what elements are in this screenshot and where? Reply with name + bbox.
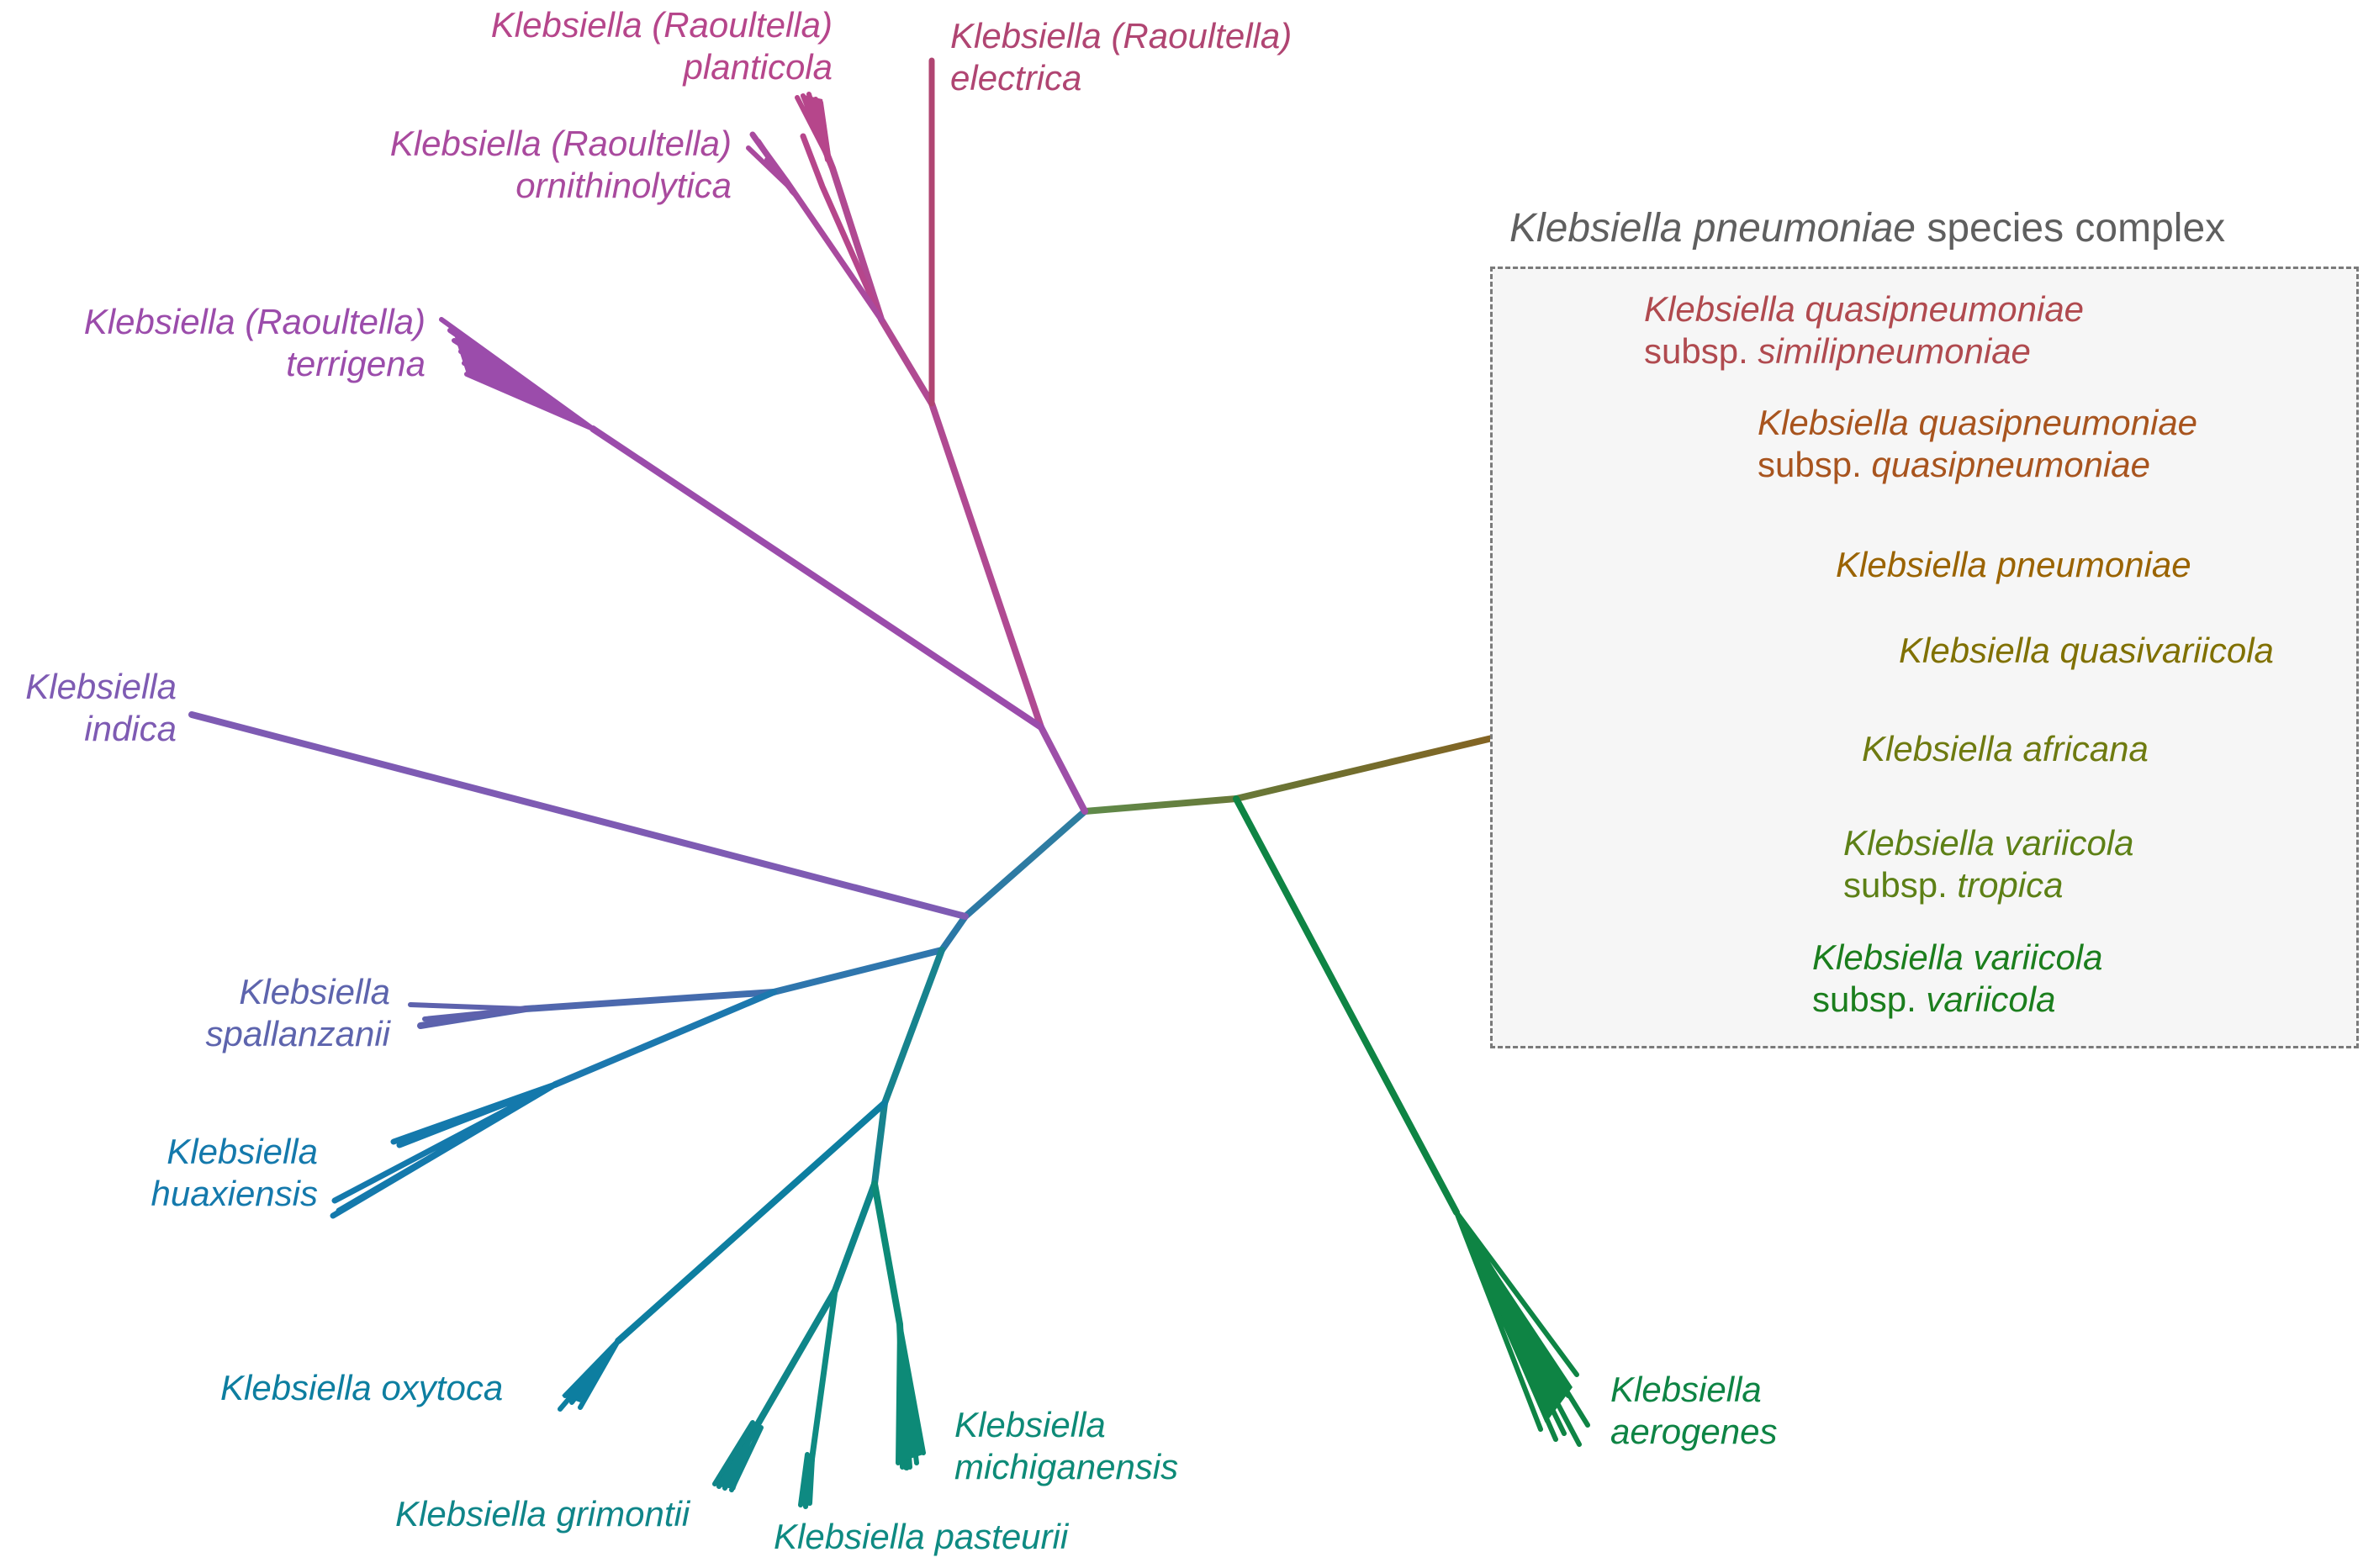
raoultella-tips bbox=[439, 92, 835, 431]
label-indica-line1: Klebsiella bbox=[25, 667, 177, 706]
label-indica: Klebsiella indica bbox=[0, 666, 177, 750]
label-quasivariicola: Klebsiella quasivariicola bbox=[1899, 630, 2274, 672]
label-spallanzanii-line1: Klebsiella bbox=[239, 972, 390, 1011]
species-complex-title-italic: Klebsiella pneumoniae bbox=[1509, 206, 1916, 251]
label-similipneumoniae-subsp: subsp. bbox=[1644, 331, 1758, 371]
label-aerogenes-line2: aerogenes bbox=[1610, 1412, 1778, 1451]
backbone-branches bbox=[938, 724, 1538, 953]
label-terrigena-line2: terrigena bbox=[286, 344, 426, 383]
label-spallanzanii-line2: spallanzanii bbox=[205, 1014, 390, 1053]
label-similipneumoniae-name: similipneumoniae bbox=[1758, 331, 2031, 371]
label-grimontii: Klebsiella grimontii bbox=[395, 1493, 690, 1535]
label-electrica: Klebsiella (Raoultella) electrica bbox=[950, 15, 1292, 99]
label-pasteurii: Klebsiella pasteurii bbox=[774, 1516, 1068, 1558]
label-similipneumoniae-line1: Klebsiella quasipneumoniae bbox=[1644, 289, 2085, 329]
label-variicola-line1: Klebsiella variicola bbox=[1812, 937, 2103, 977]
label-planticola-line2: planticola bbox=[683, 47, 833, 87]
label-ornithinolytica-line1: Klebsiella (Raoultella) bbox=[389, 124, 732, 163]
label-spallanzanii: Klebsiella spallanzanii bbox=[168, 971, 390, 1055]
label-tropica-subsp: subsp. bbox=[1843, 865, 1958, 905]
label-pneumoniae: Klebsiella pneumoniae bbox=[1836, 544, 2191, 586]
label-planticola: Klebsiella (Raoultella) planticola bbox=[395, 4, 833, 88]
label-pneumoniae-line1: Klebsiella pneumoniae bbox=[1836, 545, 2191, 584]
label-terrigena: Klebsiella (Raoultella) terrigena bbox=[0, 301, 426, 385]
label-tropica: Klebsiella variicola subsp. tropica bbox=[1843, 822, 2134, 906]
label-variicola-subsp: subsp. bbox=[1812, 979, 1927, 1019]
label-grimontii-line1: Klebsiella grimontii bbox=[395, 1494, 690, 1534]
label-planticola-line1: Klebsiella (Raoultella) bbox=[490, 5, 833, 45]
label-quasipneumoniae: Klebsiella quasipneumoniae subsp. quasip… bbox=[1758, 402, 2197, 486]
aerogenes-clade bbox=[1233, 795, 1590, 1447]
label-variicola-line2: subsp. variicola bbox=[1812, 979, 2103, 1021]
species-complex-title-rest: species complex bbox=[1916, 206, 2226, 251]
label-similipneumoniae-line2: subsp. similipneumoniae bbox=[1644, 330, 2084, 372]
species-complex-title: Klebsiella pneumoniae species complex bbox=[1509, 205, 2225, 251]
label-terrigena-line1: Klebsiella (Raoultella) bbox=[83, 302, 426, 341]
label-huaxiensis-line1: Klebsiella bbox=[167, 1132, 318, 1171]
label-quasipneumoniae-line1: Klebsiella quasipneumoniae bbox=[1758, 403, 2198, 442]
label-michiganensis: Klebsiella michiganensis bbox=[954, 1404, 1178, 1488]
label-pasteurii-line1: Klebsiella pasteurii bbox=[774, 1517, 1069, 1556]
label-electrica-line1: Klebsiella (Raoultella) bbox=[950, 16, 1293, 55]
label-similipneumoniae: Klebsiella quasipneumoniae subsp. simili… bbox=[1644, 288, 2084, 372]
label-oxytoca-line1: Klebsiella oxytoca bbox=[220, 1368, 504, 1407]
label-ornithinolytica: Klebsiella (Raoultella) ornithinolytica bbox=[294, 123, 732, 207]
label-ornithinolytica-line2: ornithinolytica bbox=[515, 166, 732, 205]
label-aerogenes: Klebsiella aerogenes bbox=[1610, 1369, 1778, 1453]
label-quasipneumoniae-subsp: subsp. bbox=[1758, 445, 1872, 484]
label-michiganensis-line2: michiganensis bbox=[954, 1447, 1179, 1486]
label-africana: Klebsiella africana bbox=[1862, 728, 2149, 770]
label-michiganensis-line1: Klebsiella bbox=[954, 1405, 1106, 1444]
label-africana-line1: Klebsiella africana bbox=[1862, 729, 2149, 768]
label-aerogenes-line1: Klebsiella bbox=[1610, 1370, 1762, 1409]
label-quasivariicola-line1: Klebsiella quasivariicola bbox=[1899, 631, 2274, 670]
label-oxytoca: Klebsiella oxytoca bbox=[220, 1367, 503, 1409]
label-variicola-name: variicola bbox=[1926, 979, 2056, 1019]
oxytoca-clade bbox=[558, 947, 945, 1509]
label-huaxiensis-line2: huaxiensis bbox=[151, 1174, 318, 1213]
species-complex-box bbox=[1490, 267, 2359, 1048]
label-huaxiensis: Klebsiella huaxiensis bbox=[101, 1131, 318, 1215]
label-quasipneumoniae-name: quasipneumoniae bbox=[1871, 445, 2151, 484]
label-variicola: Klebsiella variicola subsp. variicola bbox=[1812, 937, 2103, 1021]
spallanzanii-huaxiensis-clade bbox=[330, 947, 945, 1219]
label-electrica-line2: electrica bbox=[950, 58, 1082, 98]
label-tropica-line2: subsp. tropica bbox=[1843, 864, 2134, 906]
label-tropica-line1: Klebsiella variicola bbox=[1843, 823, 2134, 863]
label-quasipneumoniae-line2: subsp. quasipneumoniae bbox=[1758, 444, 2197, 486]
label-indica-line2: indica bbox=[84, 709, 177, 748]
label-tropica-name: tropica bbox=[1957, 865, 2064, 905]
